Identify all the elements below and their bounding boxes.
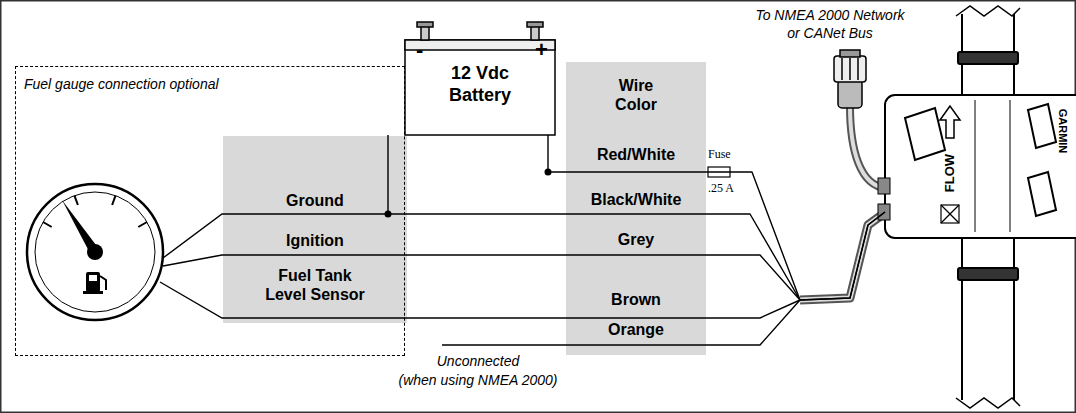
wires xyxy=(163,214,388,258)
gauge-tick xyxy=(74,196,77,205)
flow-sensor xyxy=(941,205,959,223)
wires xyxy=(160,282,800,318)
fuel-pipe xyxy=(962,236,1014,400)
flow-sensor xyxy=(1028,104,1056,148)
fuel-gauge xyxy=(83,291,103,294)
optional-gauge-region: Fuel gauge connection optionalGroundIgni… xyxy=(15,66,405,356)
flow-sensor xyxy=(1010,100,1011,232)
gray-band xyxy=(223,136,407,323)
fuel-gauge xyxy=(89,275,97,281)
brand-text: GARMIN xyxy=(1056,109,1069,154)
gauge-tick xyxy=(112,196,115,205)
wires xyxy=(160,214,800,345)
flow-sensor xyxy=(905,108,945,160)
fuel-pipe xyxy=(958,52,1018,64)
node-text: Ignition xyxy=(231,231,399,250)
nmea-connector xyxy=(834,50,866,108)
fuel-gauge xyxy=(86,272,100,292)
node-text: Fuel gauge connection optional xyxy=(24,75,219,94)
fuel-gauge xyxy=(27,184,163,320)
nmea-note: To NMEA 2000 Network xyxy=(755,6,904,24)
battery: 12 Vdc Battery xyxy=(405,22,555,135)
battery-symbol xyxy=(527,22,543,27)
terminal-sign: + xyxy=(535,36,548,64)
nmea-connector xyxy=(857,58,859,80)
fuse-label: Fuse xyxy=(708,147,731,162)
node-text: Orange xyxy=(574,320,698,339)
nmea-connector xyxy=(841,58,843,80)
nmea-note: or CANet Bus xyxy=(787,24,873,42)
battery-symbol xyxy=(405,22,555,135)
node-text: Black/White xyxy=(574,190,698,209)
gauge-tick xyxy=(138,222,147,227)
signal-name-band: GroundIgnitionFuel Tank Level Sensor xyxy=(223,136,407,323)
battery-symbol xyxy=(405,40,555,50)
gray-band xyxy=(566,62,706,355)
fuse-rating: .25 A xyxy=(708,181,734,196)
fuel-pipe xyxy=(958,268,1018,280)
node-text: Wire Color xyxy=(606,76,666,114)
flow-sensor xyxy=(940,106,960,138)
flow-sensor xyxy=(878,95,1076,238)
brand-text: FLOW xyxy=(942,154,958,192)
fuel-gauge xyxy=(35,192,155,312)
flow-sensor xyxy=(975,100,976,232)
nmea-cable xyxy=(850,106,886,188)
sensor-cable xyxy=(800,212,886,300)
nmea-connector xyxy=(849,58,851,80)
fuel-pipe xyxy=(956,6,1020,16)
flow-sensor xyxy=(941,205,959,223)
flow-sensor xyxy=(878,178,890,194)
fuel-gauge xyxy=(87,244,103,260)
flow-sensor: FLOW GARMIN xyxy=(885,95,1076,238)
node-text: Grey xyxy=(574,230,698,249)
node-text: Ground xyxy=(231,191,399,210)
nmea-connector xyxy=(834,56,866,82)
flow-sensor xyxy=(1028,172,1056,216)
nmea-connector xyxy=(840,50,860,57)
flow-sensor xyxy=(885,95,1076,238)
flow-sensor xyxy=(941,205,959,223)
node-text: Fuel Tank Level Sensor xyxy=(259,266,371,304)
wire-color-band: Wire ColorRed/WhiteBlack/WhiteGreyBrownO… xyxy=(566,62,706,355)
fuel-pipe xyxy=(1013,236,1015,400)
fuel-gauge xyxy=(100,276,106,290)
fuel-gauge xyxy=(27,184,163,320)
nmea-cable xyxy=(850,106,886,188)
node-text: Red/White xyxy=(574,145,698,164)
fuel-pipe xyxy=(961,236,963,400)
battery-symbol xyxy=(405,40,555,135)
wire xyxy=(548,135,885,300)
unconnected-note: Unconnected xyxy=(437,352,520,370)
wire xyxy=(388,135,885,300)
wires xyxy=(163,255,800,300)
nmea-connector xyxy=(838,80,862,108)
node-text: Brown xyxy=(574,290,698,309)
fuel-pipe xyxy=(956,398,1020,408)
battery-symbol xyxy=(417,22,433,27)
unconnected-note: (when using NMEA 2000) xyxy=(398,371,557,389)
node-text: 12 Vdc Battery xyxy=(430,62,530,106)
fuel-gauge xyxy=(43,196,147,227)
terminal-sign: - xyxy=(416,36,423,64)
gauge-tick xyxy=(43,222,52,227)
sensor-cable xyxy=(800,212,886,300)
